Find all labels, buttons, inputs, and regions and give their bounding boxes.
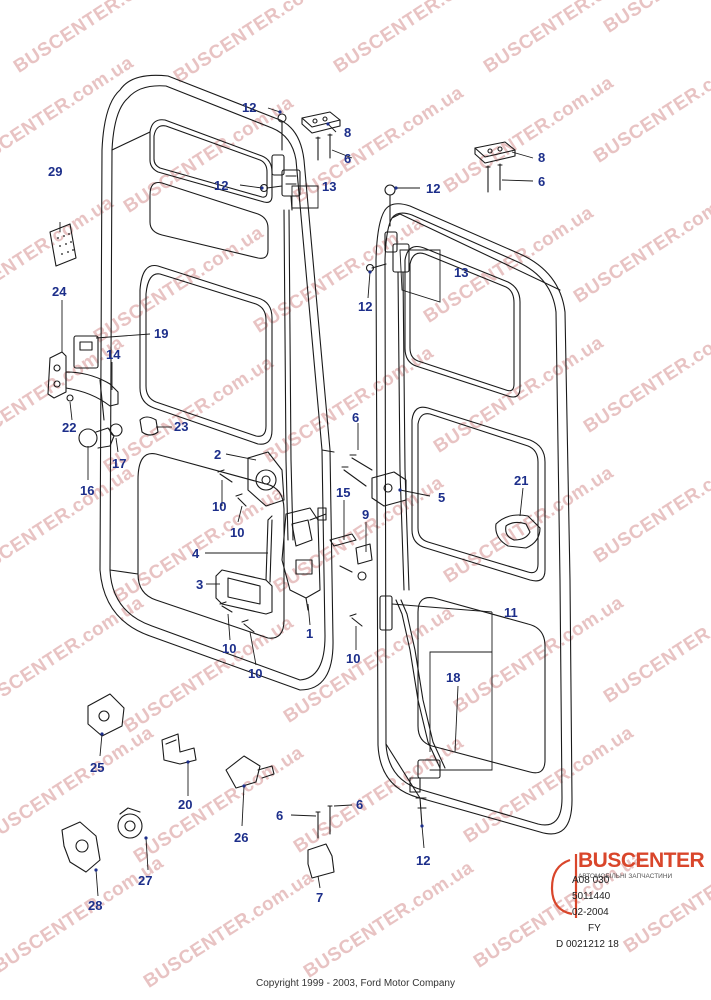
callout-5: 5: [438, 490, 446, 505]
callout-21: 21: [514, 473, 529, 488]
callout-8: 8: [344, 125, 352, 140]
callout-10: 10: [230, 525, 245, 540]
callout-3: 3: [196, 577, 204, 592]
lock-assembly: [247, 451, 327, 611]
right-door-panel: [375, 203, 573, 835]
callout-12: 12: [358, 299, 373, 314]
part-27: [117, 807, 143, 839]
callout-27: 27: [138, 873, 153, 888]
pad-29: [49, 223, 77, 267]
reference-line-4: FY: [588, 923, 601, 934]
leader-lines: [59, 107, 534, 897]
callout-22: 22: [62, 420, 77, 435]
callout-23: 23: [174, 419, 189, 434]
callout-10: 10: [248, 666, 263, 681]
callout-2: 2: [214, 447, 222, 462]
callout-6: 6: [344, 151, 352, 166]
callout-12: 12: [214, 178, 229, 193]
brand-logo-mark: [550, 854, 578, 918]
reference-line-5: D 0021212 18: [556, 939, 619, 950]
reference-line-2: 5011440: [572, 891, 611, 902]
copyright-text: Copyright 1999 - 2003, Ford Motor Compan…: [256, 978, 455, 989]
bolts-10: [217, 469, 363, 633]
callout-12: 12: [242, 100, 257, 115]
callout-6: 6: [352, 410, 360, 425]
upper-latch-left: [259, 113, 301, 211]
callout-13: 13: [322, 179, 337, 194]
part-28: [61, 821, 101, 873]
callout-24: 24: [52, 284, 67, 299]
hinge-left-top: [301, 111, 341, 161]
part-26: [225, 755, 275, 789]
inside-handle: [215, 515, 273, 615]
part-21: [495, 514, 541, 549]
callout-8: 8: [538, 150, 546, 165]
callout-12: 12: [416, 853, 431, 868]
callout-6: 6: [538, 174, 546, 189]
callout-11: 11: [504, 605, 518, 620]
callout-4: 4: [192, 546, 200, 561]
callout-10: 10: [212, 499, 227, 514]
callout-18: 18: [446, 670, 461, 685]
callout-28: 28: [88, 898, 103, 913]
hinge-mid-right: [341, 454, 407, 507]
callout-14: 14: [106, 347, 121, 362]
callout-6: 6: [356, 797, 364, 812]
callout-25: 25: [90, 760, 105, 775]
callout-29: 29: [48, 164, 63, 179]
callout-16: 16: [80, 483, 95, 498]
part-20: [161, 733, 197, 765]
callout-12: 12: [426, 181, 441, 196]
upper-rod-left: [283, 209, 289, 541]
left-door-panel: [99, 74, 335, 691]
callout-7: 7: [316, 890, 324, 905]
brand-name: BUSCENTER: [578, 849, 705, 872]
leader-dots: [94, 110, 424, 872]
brand-tagline: АВТОМОБІЛЬНІ ЗАПЧАСТИНИ: [578, 873, 673, 880]
bolt-12-bottom: [415, 797, 427, 827]
callout-17: 17: [112, 456, 127, 471]
callout-13: 13: [454, 265, 469, 280]
callout-10: 10: [346, 651, 361, 666]
brand-logo: BUSCENTER АВТОМОБІЛЬНІ ЗАПЧАСТИНИ: [548, 843, 708, 953]
lock-cylinder: [78, 416, 159, 449]
callout-26: 26: [234, 830, 249, 845]
callout-1: 1: [306, 626, 314, 641]
reference-line-1: A08 030: [572, 875, 610, 886]
reference-line-3: 02-2004: [572, 907, 609, 918]
callout-19: 19: [154, 326, 169, 341]
upper-rod-right: [397, 271, 405, 591]
callout-15: 15: [336, 485, 351, 500]
part-7: [307, 805, 335, 879]
callout-6: 6: [276, 808, 284, 823]
callout-20: 20: [178, 797, 193, 812]
callout-9: 9: [362, 507, 370, 522]
callout-10: 10: [222, 641, 237, 656]
part-25: [87, 693, 125, 737]
release-parts: [329, 533, 373, 581]
hinge-right-top: [474, 141, 516, 193]
